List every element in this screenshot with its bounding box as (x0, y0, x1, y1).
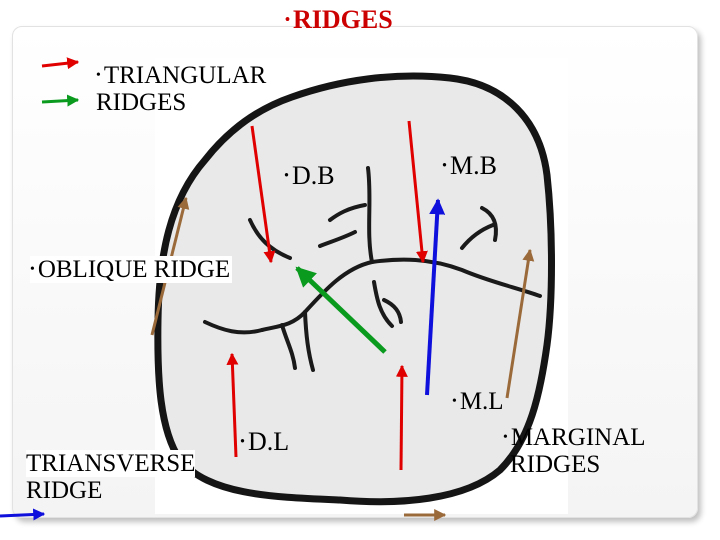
label-dl: D.L (240, 428, 289, 456)
label-oblique-ridge: OBLIQUE RIDGE (30, 256, 232, 283)
label-ml: M.L (452, 388, 504, 415)
label-mb: M.B (442, 152, 497, 180)
label-triangular-line1: TRIANGULAR (104, 62, 267, 89)
tooth-outline (158, 76, 552, 502)
arrow-transverse-stub (0, 514, 44, 516)
legend-arrow-green (42, 100, 78, 102)
arrow-triangular-ml (401, 366, 402, 470)
legend-arrow-red (42, 62, 78, 66)
label-transverse-line1: TRIANSVERSE (26, 450, 195, 477)
label-marginal-line2: RIDGES (503, 451, 600, 478)
label-triangular-line2: RIDGES (96, 89, 186, 116)
label-marginal-line1: MARGINAL (511, 424, 646, 451)
label-db: D.B (284, 162, 335, 190)
slide-title: RIDGES (285, 6, 393, 34)
label-transverse-line2: RIDGE (26, 477, 102, 504)
